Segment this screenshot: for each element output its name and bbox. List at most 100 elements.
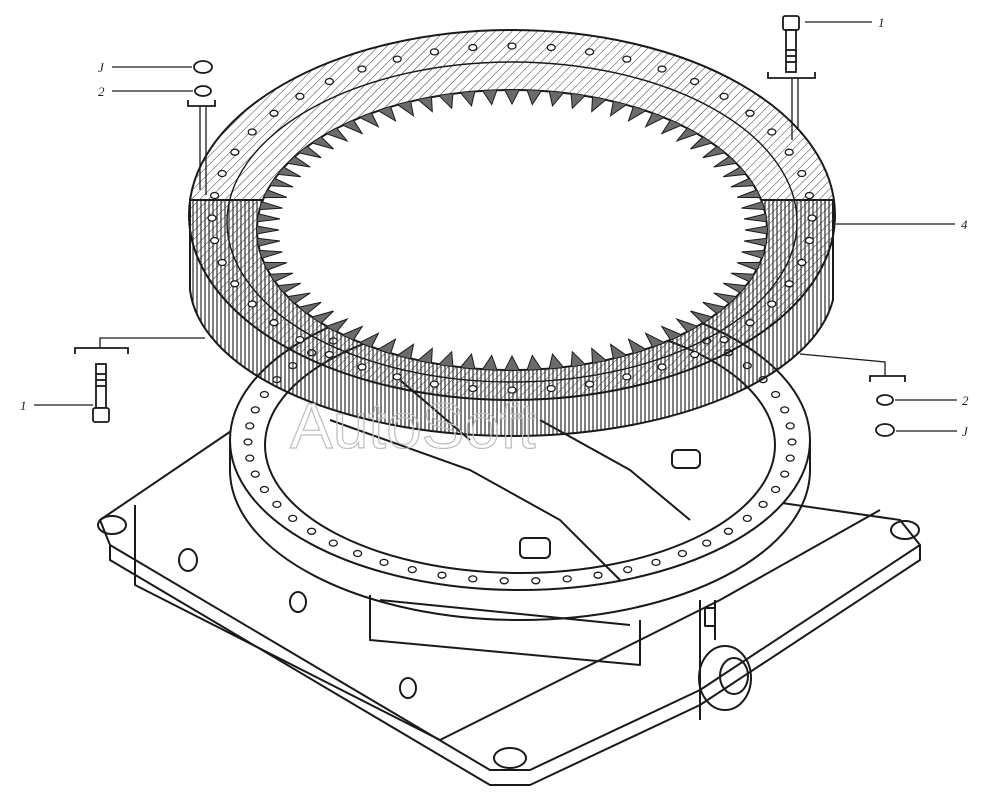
callout-label-1-top-right: 1 <box>878 15 885 30</box>
gear-tooth <box>259 201 283 211</box>
gear-tooth <box>298 301 322 314</box>
seat-bolt-hole <box>531 577 541 585</box>
seat-bolt-hole <box>328 539 338 547</box>
gear-tooth <box>326 318 349 333</box>
ring-bolt-hole <box>324 77 335 86</box>
gear-tooth <box>342 120 364 135</box>
gear-tooth <box>326 127 349 142</box>
seat-bolt-hole <box>468 575 478 583</box>
gear-tooth <box>397 101 415 117</box>
ring-bolt-hole <box>217 169 227 178</box>
ring-bolt-hole <box>295 92 305 101</box>
seat-bolt-hole <box>407 565 417 574</box>
gear-tooth <box>269 272 294 282</box>
ring-bolt-hole <box>507 42 517 50</box>
gear-tooth <box>259 249 283 259</box>
ring-bolt-hole <box>269 109 279 117</box>
seat-bolt-hole <box>245 422 255 430</box>
seat-bolt-hole <box>723 527 734 535</box>
seat-bolt-hole <box>677 549 688 558</box>
gear-tooth <box>378 106 397 123</box>
gear-tooth <box>460 91 476 107</box>
seat-bolt-hole <box>770 485 781 494</box>
gear-tooth <box>548 353 564 369</box>
ring-bolt-hole <box>209 236 220 245</box>
seat-bolt-hole <box>272 500 282 509</box>
callout-label-2-top-left: 2 <box>98 84 105 99</box>
gear-tooth <box>277 166 302 178</box>
watermark: AutoSoft <box>290 390 536 462</box>
gear-tooth <box>690 136 713 150</box>
ring-bolt-hole <box>689 350 700 359</box>
ring-bolt-hole <box>429 48 440 56</box>
seat-bolt-hole <box>742 514 752 523</box>
ring-bolt-hole <box>247 128 257 136</box>
gear-tooth <box>627 106 646 123</box>
seat-bolt-hole <box>780 406 790 414</box>
ring-bolt-hole <box>767 128 777 136</box>
gear-tooth <box>713 156 737 168</box>
gear-tooth <box>526 90 542 106</box>
seat-bolt-hole <box>770 390 781 399</box>
gear-tooth <box>609 343 627 359</box>
gear-tooth <box>417 97 433 113</box>
seat-bolt-hole <box>785 422 795 430</box>
ring-bolt-hole <box>217 258 227 267</box>
callout-leaders <box>34 21 957 432</box>
ring-bolt-holes <box>207 42 817 394</box>
gear-tooth <box>570 350 586 367</box>
gear-tooth <box>311 310 334 324</box>
ring-bolt-hole <box>357 363 367 371</box>
seat-bolt-hole <box>780 470 790 478</box>
ring-bolt-hole <box>719 92 729 101</box>
callout-label-j-top-left: J <box>98 60 105 75</box>
ring-bolt-hole <box>546 43 556 52</box>
gear-tooth <box>460 353 476 369</box>
ring-bolt-hole <box>797 169 807 178</box>
ring-bolt-hole <box>230 148 240 156</box>
nut-and-washer-top-left <box>187 60 216 195</box>
gear-tooth <box>526 354 542 370</box>
ring-bolt-hole <box>546 384 556 393</box>
gear-tooth <box>660 325 682 340</box>
ring-bolt-hole <box>507 386 517 394</box>
seat-bolt-hole <box>243 438 253 446</box>
ring-bolt-hole <box>804 236 815 245</box>
gear-tooth <box>741 249 765 259</box>
seat-bolt-hole <box>702 539 712 547</box>
seat-bolt-hole <box>499 577 509 585</box>
gear-tooth <box>397 343 415 359</box>
gear-tooth <box>359 332 380 348</box>
callout-label-j-right: J <box>962 424 969 439</box>
gear-tooth <box>378 337 397 354</box>
ring-bolt-hole <box>797 258 807 267</box>
bolt-top-right <box>767 15 816 140</box>
gear-tooth <box>277 282 302 294</box>
seat-bolt-hole <box>758 500 768 509</box>
ring-bolt-hole <box>468 43 478 52</box>
seat-bolt-hole <box>785 454 795 462</box>
seat-bolt-hole <box>651 558 661 567</box>
ring-bolt-hole <box>784 280 794 288</box>
seat-bolt-hole <box>562 575 572 583</box>
gear-tooth <box>736 261 761 271</box>
gear-tooth <box>548 91 564 107</box>
seat-bolt-hole <box>250 406 260 414</box>
gear-tooth <box>591 347 607 363</box>
callout-label-4-right: 4 <box>961 217 968 232</box>
ring-bolt-hole <box>657 363 667 371</box>
ring-bolt-hole <box>295 335 305 344</box>
ring-bolt-hole <box>584 380 595 388</box>
gear-tooth <box>627 337 646 354</box>
gear-tooth <box>311 136 334 150</box>
seat-bolt-hole <box>306 527 317 535</box>
gear-tooth <box>438 93 454 110</box>
gear-tooth <box>298 146 322 159</box>
ring-bolt-hole <box>689 77 700 86</box>
ring-bolt-hole <box>247 300 257 308</box>
ring-bolt-hole <box>719 335 729 344</box>
ring-bolt-hole <box>392 55 402 63</box>
ring-bolt-hole <box>429 380 440 388</box>
seat-bolt-hole <box>593 571 603 579</box>
seat-bolt-hole <box>259 485 270 494</box>
